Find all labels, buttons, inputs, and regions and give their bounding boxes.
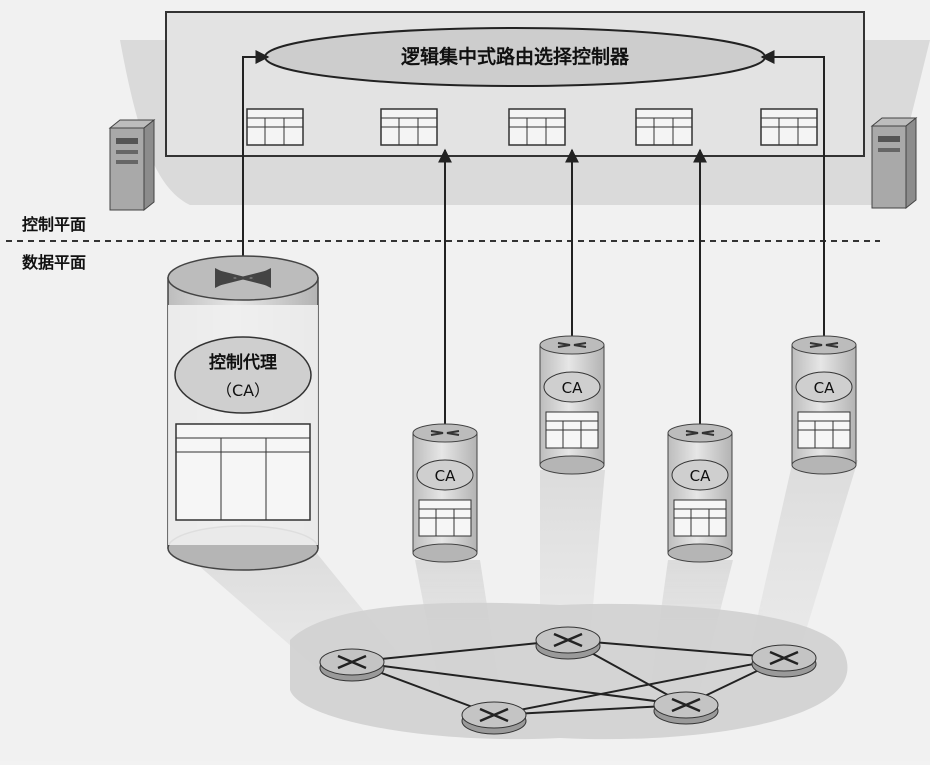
table-icon bbox=[508, 108, 566, 146]
server-icon bbox=[870, 116, 918, 210]
router-ca-3: CA bbox=[667, 423, 733, 563]
table-icon bbox=[635, 108, 693, 146]
router-ca-2: CA bbox=[539, 335, 605, 475]
controller-tables bbox=[246, 108, 818, 146]
agent-label: 控制代理 bbox=[209, 352, 277, 373]
table-icon bbox=[760, 108, 818, 146]
server-icon bbox=[108, 118, 156, 212]
table-icon bbox=[380, 108, 438, 146]
table-icon bbox=[175, 423, 311, 521]
router-label: CA bbox=[690, 467, 711, 485]
router-icon bbox=[319, 648, 385, 682]
data-plane-label: 数据平面 bbox=[22, 253, 86, 272]
router-icon bbox=[461, 701, 527, 735]
agent-abbr: （CA） bbox=[216, 381, 270, 400]
router-ca-1: CA bbox=[412, 423, 478, 563]
table-icon bbox=[545, 411, 599, 449]
router-ca-4: CA bbox=[791, 335, 857, 475]
control-plane-label: 控制平面 bbox=[22, 215, 86, 234]
controller-title: 逻辑集中式路由选择控制器 bbox=[401, 45, 630, 68]
network-routers bbox=[319, 626, 817, 735]
router-icon bbox=[535, 626, 601, 660]
table-icon bbox=[418, 499, 472, 537]
router-label: CA bbox=[814, 379, 835, 397]
router-icon bbox=[653, 691, 719, 725]
router-with-agent: 控制代理 （CA） bbox=[167, 255, 319, 571]
router-icon bbox=[751, 644, 817, 678]
table-icon bbox=[797, 411, 851, 449]
router-label: CA bbox=[562, 379, 583, 397]
router-label: CA bbox=[435, 467, 456, 485]
table-icon bbox=[673, 499, 727, 537]
table-icon bbox=[246, 108, 304, 146]
control-arrows bbox=[242, 50, 825, 433]
cross-arrows-icon bbox=[215, 268, 271, 288]
